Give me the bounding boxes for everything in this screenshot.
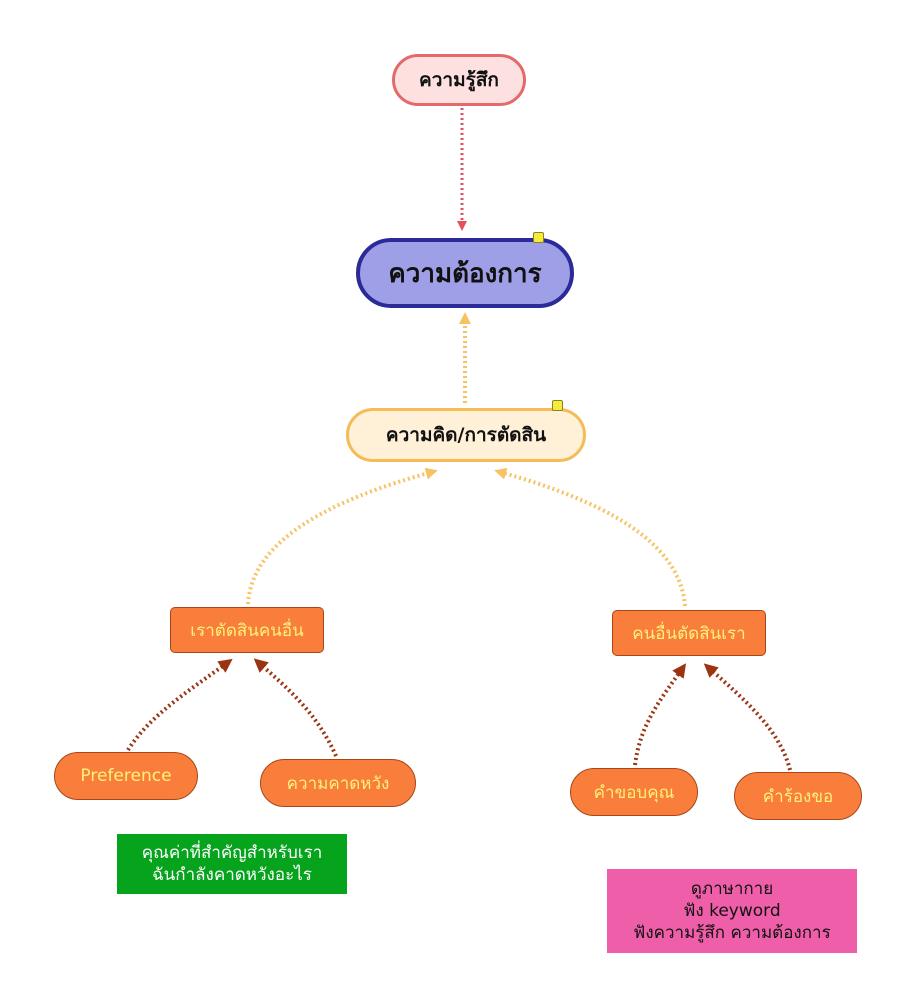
note-marker-icon[interactable] [533, 232, 544, 243]
edge-they-judge-to-thinking [494, 467, 687, 607]
node-others-judge-us[interactable]: คนอื่นตัดสินเรา [612, 610, 766, 656]
node-need[interactable]: ความต้องการ [356, 238, 574, 308]
note-line: ฟัง keyword [683, 901, 781, 921]
note-line: ฟังความรู้สึก ความต้องการ [633, 923, 831, 943]
node-request[interactable]: คำร้องขอ [734, 772, 862, 820]
node-thinking[interactable]: ความคิด/การตัดสิน [346, 408, 586, 462]
node-gratitude[interactable]: คำขอบคุณ [570, 768, 698, 816]
node-expectation[interactable]: ความคาดหวัง [260, 759, 416, 807]
note-listening-cues: ดูภาษากาย ฟัง keyword ฟังความรู้สึก ความ… [607, 869, 857, 953]
edge-gratitude-to-they-judge [633, 663, 687, 766]
edge-request-to-they-judge [703, 663, 792, 771]
edge-we-judge-to-thinking [246, 467, 438, 605]
node-others-judge-us-label: คนอื่นตัดสินเรา [632, 623, 746, 644]
node-thinking-label: ความคิด/การตัดสิน [385, 424, 547, 446]
node-we-judge-others-label: เราตัดสินคนอื่น [190, 620, 304, 641]
note-values-expectation: คุณค่าที่สำคัญสำหรับเรา ฉันกำลังคาดหวังอ… [117, 834, 347, 894]
note-line: ฉันกำลังคาดหวังอะไร [152, 865, 312, 885]
node-request-label: คำร้องขอ [762, 786, 834, 807]
note-line: คุณค่าที่สำคัญสำหรับเรา [141, 843, 323, 863]
node-need-label: ความต้องการ [388, 258, 542, 289]
edge-preference-to-we-judge [126, 658, 233, 752]
note-marker-icon[interactable] [552, 400, 563, 411]
node-we-judge-others[interactable]: เราตัดสินคนอื่น [170, 607, 324, 653]
note-line: ดูภาษากาย [690, 879, 774, 899]
node-preference[interactable]: Preference [54, 752, 198, 800]
edge-expectation-to-we-judge [253, 658, 338, 757]
node-preference-label: Preference [80, 766, 172, 786]
node-expectation-label: ความคาดหวัง [286, 773, 390, 794]
node-gratitude-label: คำขอบคุณ [593, 782, 675, 803]
node-feeling[interactable]: ความรู้สึก [392, 54, 526, 106]
node-feeling-label: ความรู้สึก [419, 69, 499, 91]
